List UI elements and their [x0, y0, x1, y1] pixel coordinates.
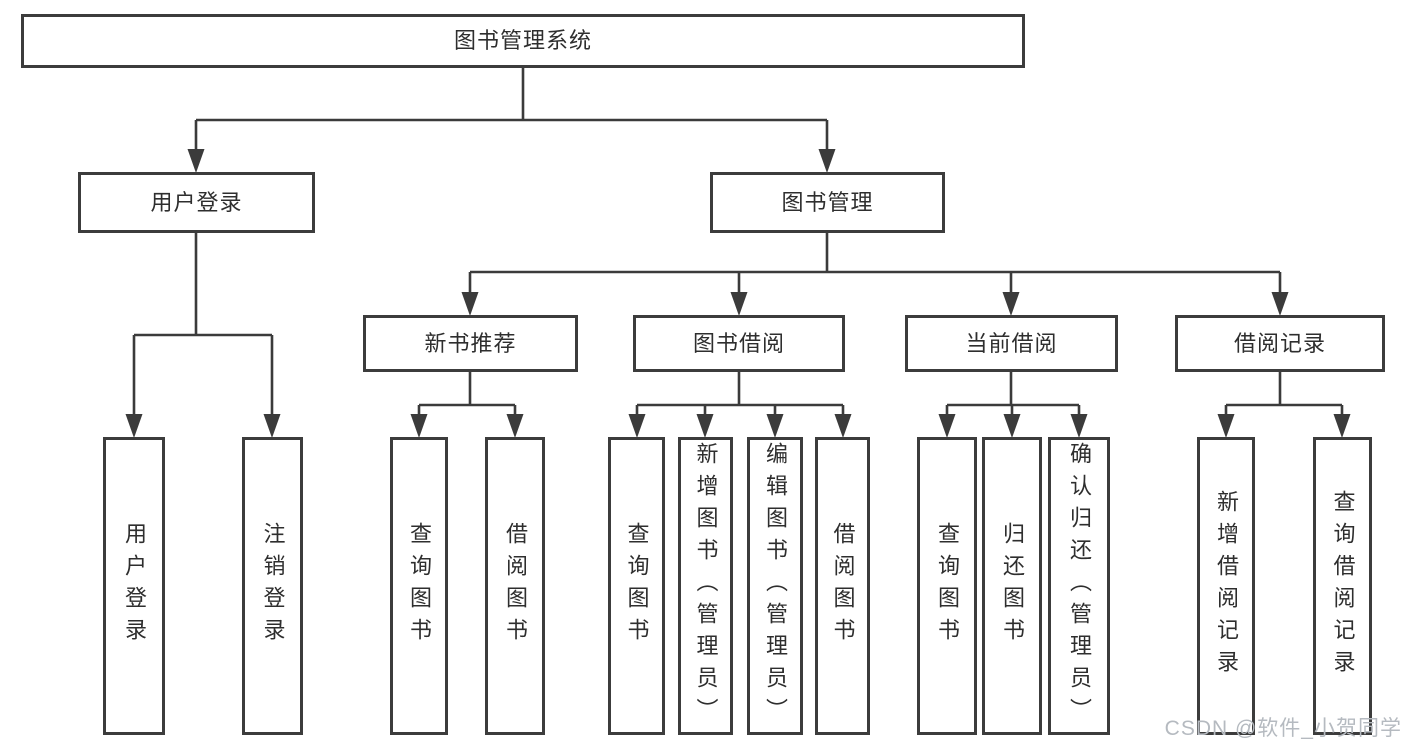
node-edit-books-admin: 编辑图书（管理员） — [747, 437, 803, 735]
arrowhead-icon — [410, 414, 428, 438]
node-root: 图书管理系统 — [21, 14, 1025, 68]
node-label: 借阅记录 — [1233, 330, 1326, 356]
arrowhead-icon — [696, 414, 714, 438]
node-label: 用户登录 — [150, 189, 243, 215]
node-book-mgmt: 图书管理 — [710, 172, 945, 233]
arrowhead-icon — [506, 414, 524, 438]
node-label: 确认归还（管理员） — [1067, 442, 1092, 730]
node-current-borrow: 当前借阅 — [905, 315, 1118, 372]
arrowhead-icon — [628, 414, 646, 438]
node-borrow-books: 借阅图书 — [815, 437, 870, 735]
arrowhead-icon — [1271, 292, 1289, 316]
node-label: 图书借阅 — [692, 330, 785, 356]
node-login-op: 用户登录 — [103, 437, 165, 735]
node-label: 查询图书 — [407, 522, 432, 650]
node-label: 归还图书 — [1000, 522, 1025, 650]
node-query-borrow-record: 查询借阅记录 — [1313, 437, 1372, 735]
arrowhead-icon — [1333, 414, 1351, 438]
node-label: 当前借阅 — [965, 330, 1058, 356]
node-add-books-admin: 新增图书（管理员） — [678, 437, 733, 735]
node-borrow-records: 借阅记录 — [1175, 315, 1385, 372]
node-label: 借阅图书 — [503, 522, 528, 650]
node-label: 注销登录 — [260, 522, 286, 650]
node-label: 查询图书 — [935, 522, 960, 650]
node-add-borrow-record: 新增借阅记录 — [1197, 437, 1255, 735]
node-label: 编辑图书（管理员） — [763, 442, 788, 730]
arrowhead-icon — [263, 414, 281, 438]
node-label: 查询借阅记录 — [1330, 490, 1356, 682]
node-label: 借阅图书 — [830, 522, 856, 650]
node-confirm-return-admin: 确认归还（管理员） — [1048, 437, 1110, 735]
arrowhead-icon — [125, 414, 143, 438]
node-book-borrow: 图书借阅 — [633, 315, 845, 372]
node-borrow-query-books: 查询图书 — [608, 437, 665, 735]
arrowhead-icon — [730, 292, 748, 316]
arrowhead-icon — [1217, 414, 1235, 438]
arrowhead-icon — [1003, 414, 1021, 438]
arrowhead-icon — [187, 149, 205, 173]
arrowhead-icon — [461, 292, 479, 316]
node-logout-op: 注销登录 — [242, 437, 303, 735]
node-label: 新增图书（管理员） — [693, 442, 719, 730]
node-label: 图书管理 — [781, 189, 874, 215]
arrowhead-icon — [938, 414, 956, 438]
arrowhead-icon — [1070, 414, 1088, 438]
node-label: 新书推荐 — [424, 330, 517, 356]
node-cur-query-books: 查询图书 — [917, 437, 977, 735]
node-rec-query-books: 查询图书 — [390, 437, 448, 735]
arrowhead-icon — [1002, 292, 1020, 316]
node-new-book-rec: 新书推荐 — [363, 315, 578, 372]
node-rec-borrow-books: 借阅图书 — [485, 437, 545, 735]
node-label: 用户登录 — [122, 522, 147, 650]
node-return-books: 归还图书 — [982, 437, 1042, 735]
node-label: 图书管理系统 — [453, 28, 592, 53]
arrowhead-icon — [834, 414, 852, 438]
node-user-login: 用户登录 — [78, 172, 315, 233]
node-label: 新增借阅记录 — [1214, 490, 1239, 682]
node-label: 查询图书 — [624, 522, 650, 650]
arrowhead-icon — [818, 149, 836, 173]
arrowhead-icon — [766, 414, 784, 438]
